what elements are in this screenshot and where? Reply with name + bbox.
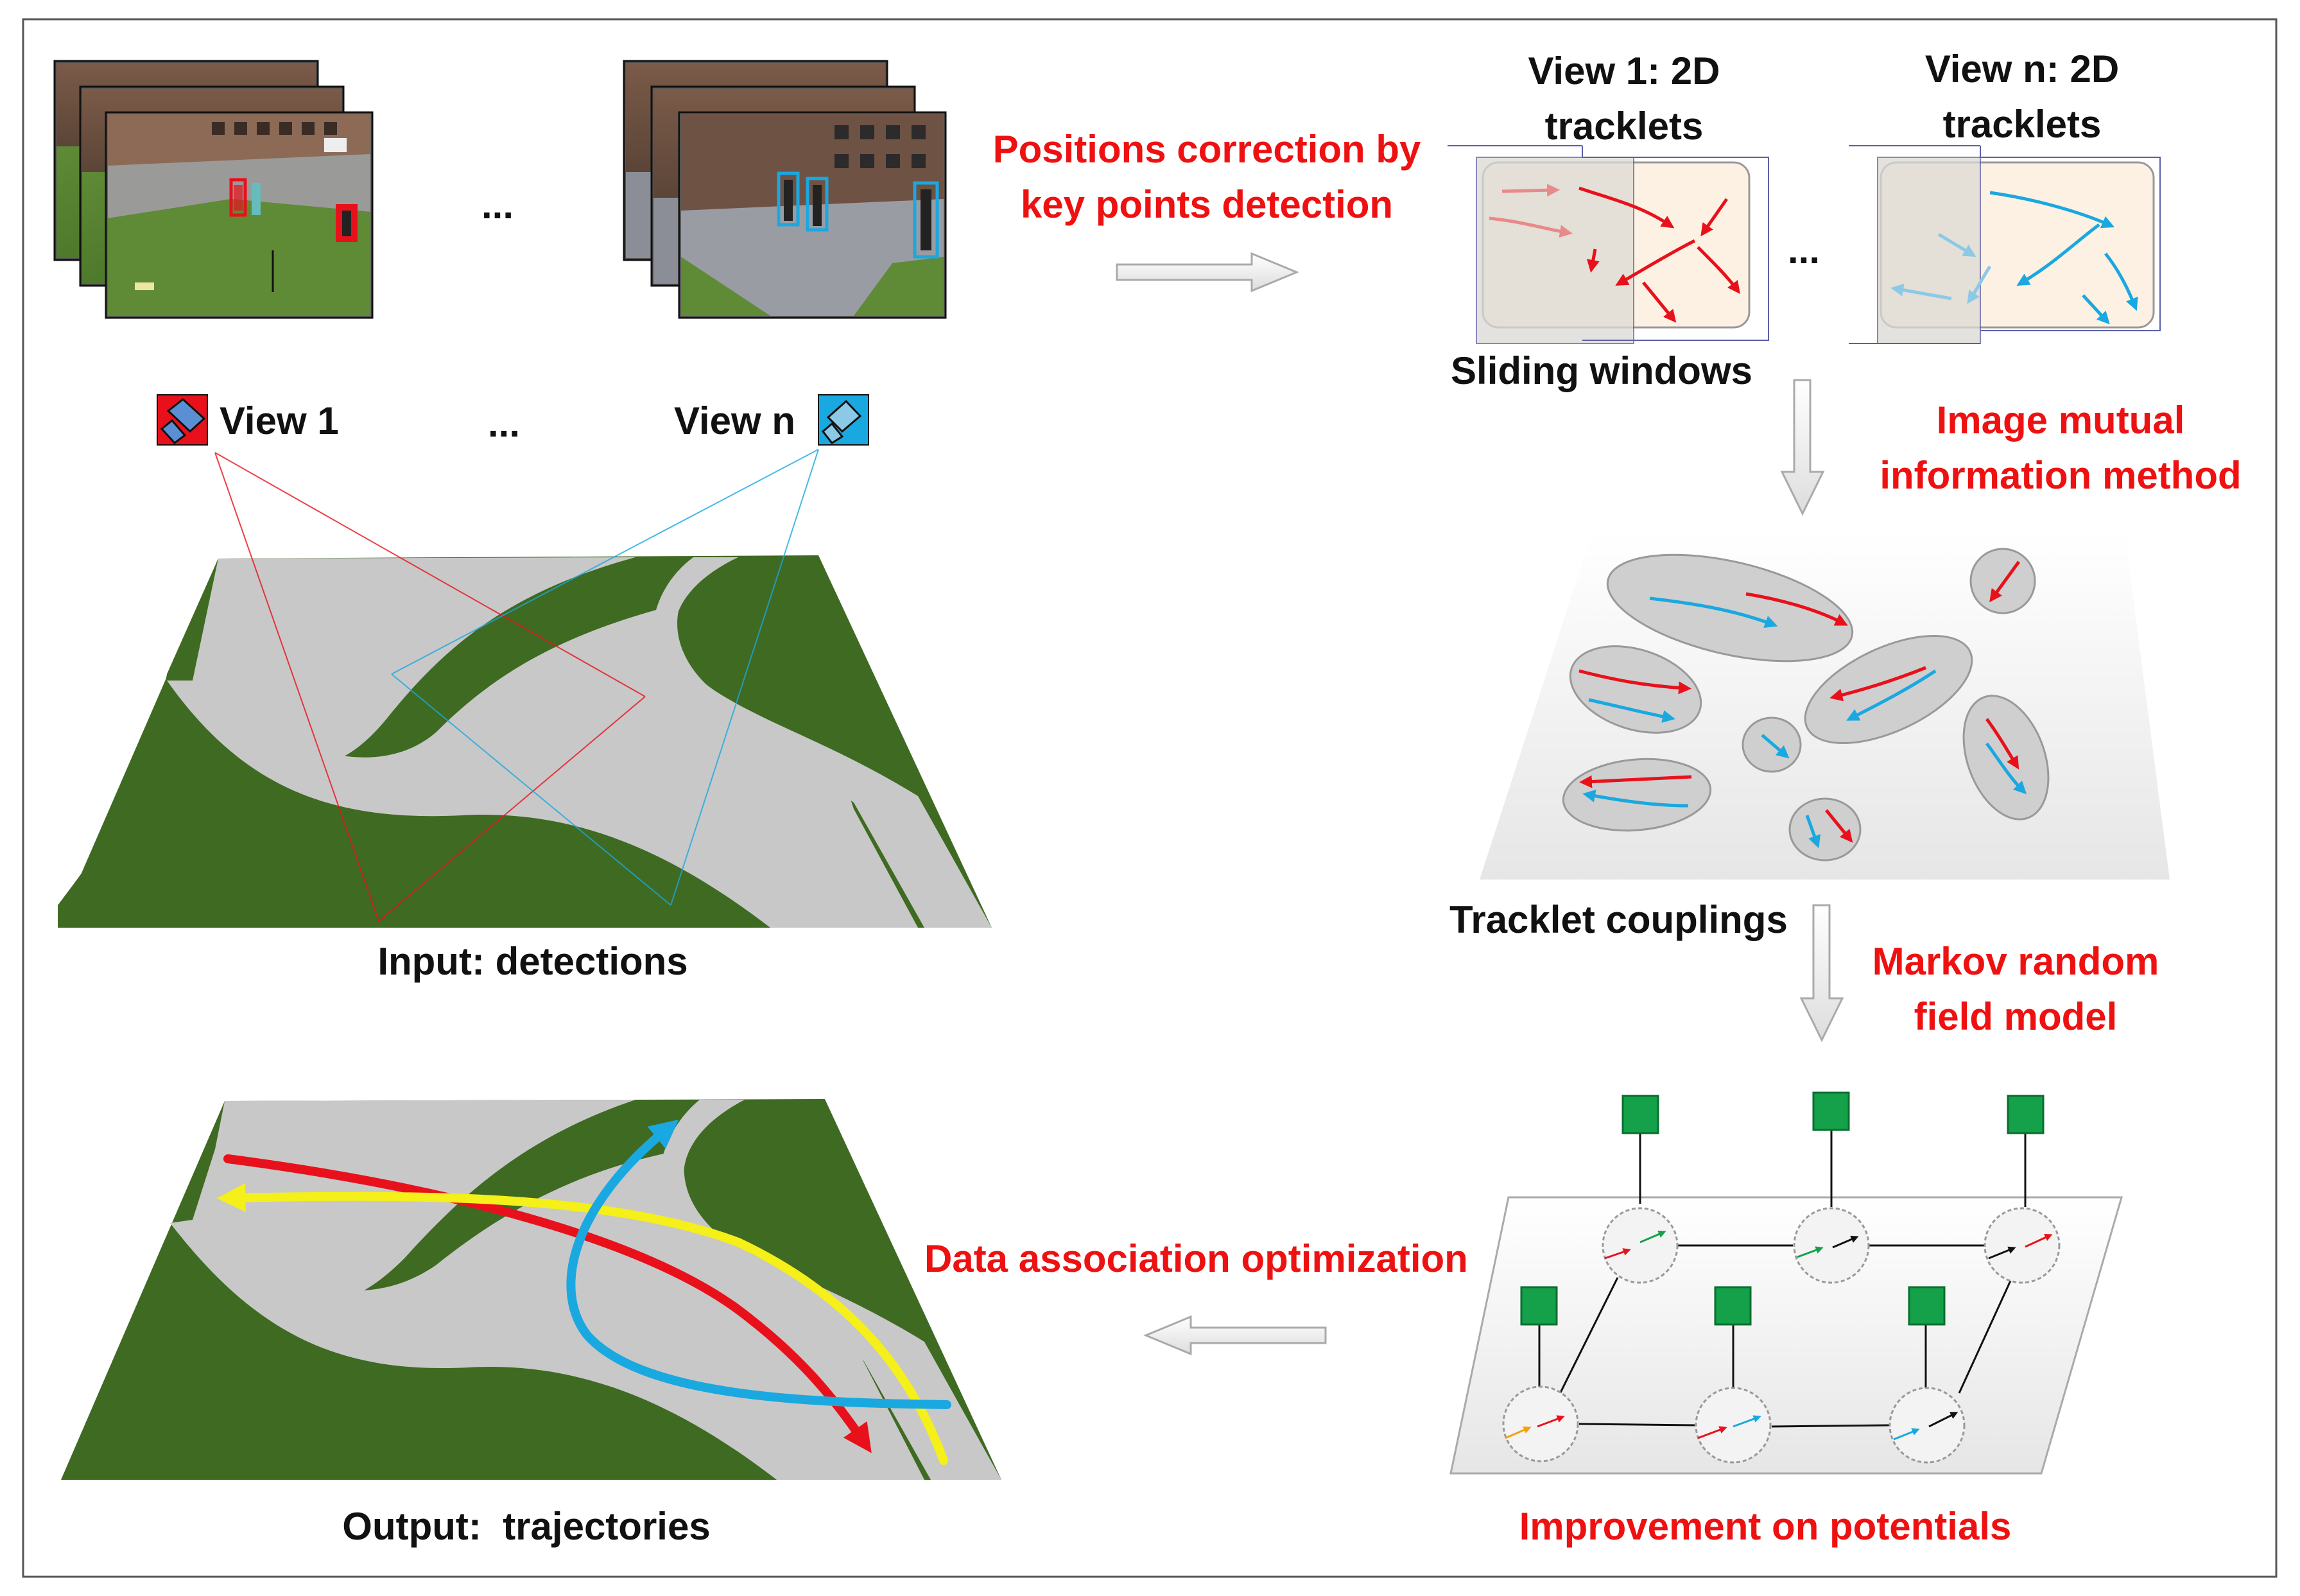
tracklet-couplings-caption: Tracklet couplings	[1449, 898, 1788, 941]
output-ground-plane	[61, 1099, 1001, 1480]
viewn-frame-front	[678, 111, 947, 319]
tracklets-view1-title: View 1: 2D tracklets	[1528, 49, 1720, 148]
tracklets-viewn-title: View n: 2D tracklets	[1924, 48, 2120, 146]
camera-icon-view1	[157, 394, 208, 446]
mrf-factor-6	[1908, 1286, 1946, 1326]
fov-view1	[214, 452, 646, 922]
output-caption: Output: trajectories	[342, 1505, 711, 1548]
mrf-node-3	[1984, 1207, 2061, 1284]
mrf-node-6	[1889, 1387, 1966, 1464]
mrf-node-4	[1502, 1385, 1579, 1462]
trajectory-yellow	[216, 1183, 948, 1465]
camera-icon-viewn	[818, 394, 869, 446]
mrf-node-1	[1602, 1207, 1679, 1284]
mrf-factor-5	[1714, 1286, 1752, 1326]
method-markov-random-field: Markov random field model	[1872, 940, 2159, 1038]
process-arrow-down-1	[1780, 379, 1825, 516]
mrf-graph	[1449, 1091, 2123, 1475]
output-trajectories	[216, 1119, 951, 1465]
couplings-plane	[1480, 533, 2170, 880]
method-image-mutual-information: Image mutual information method	[1880, 399, 2242, 497]
mrf-factor-3	[2007, 1095, 2045, 1134]
mrf-factor-1	[1621, 1095, 1659, 1134]
process-arrow-left	[1143, 1315, 1327, 1356]
view1-frame-stack	[53, 60, 374, 319]
tracklets-viewn	[1849, 145, 2161, 344]
method-data-association-optimization: Data association optimization	[924, 1237, 1468, 1280]
coupling-2	[1969, 548, 2036, 614]
trajectory-blue	[566, 1119, 951, 1409]
input-ground-plane	[58, 555, 992, 928]
process-arrow-down-2	[1799, 904, 1844, 1043]
input-ellipsis-labels: ...	[488, 402, 521, 445]
sliding-windows-caption: Sliding windows	[1451, 349, 1752, 392]
mrf-factor-4	[1520, 1286, 1558, 1326]
viewn-frame-stack	[623, 60, 947, 319]
view1-frame-front	[105, 111, 374, 319]
coupling-6	[1962, 695, 2050, 820]
mrf-factor-2	[1812, 1091, 1850, 1131]
mrf-node-2	[1793, 1207, 1870, 1284]
coupling-8	[1788, 797, 1862, 862]
tracklets-view1	[1448, 145, 1769, 344]
input-caption: Input: detections	[377, 940, 688, 983]
mrf-caption: Improvement on potentials	[1519, 1505, 2012, 1548]
mrf-node-5	[1695, 1387, 1772, 1464]
camera-label-view1: View 1	[220, 399, 339, 442]
trajectory-red	[223, 1154, 872, 1453]
tracklets-ellipsis: ...	[1788, 229, 1820, 272]
coupling-1	[1606, 553, 1854, 663]
process-arrow-right	[1116, 252, 1299, 293]
input-ellipsis-top: ...	[481, 184, 514, 227]
camera-label-viewn: View n	[674, 399, 795, 442]
outer-frame	[22, 18, 2278, 1578]
fov-viewn	[391, 449, 819, 906]
method-positions-correction: Positions correction by key points detec…	[992, 128, 1421, 226]
